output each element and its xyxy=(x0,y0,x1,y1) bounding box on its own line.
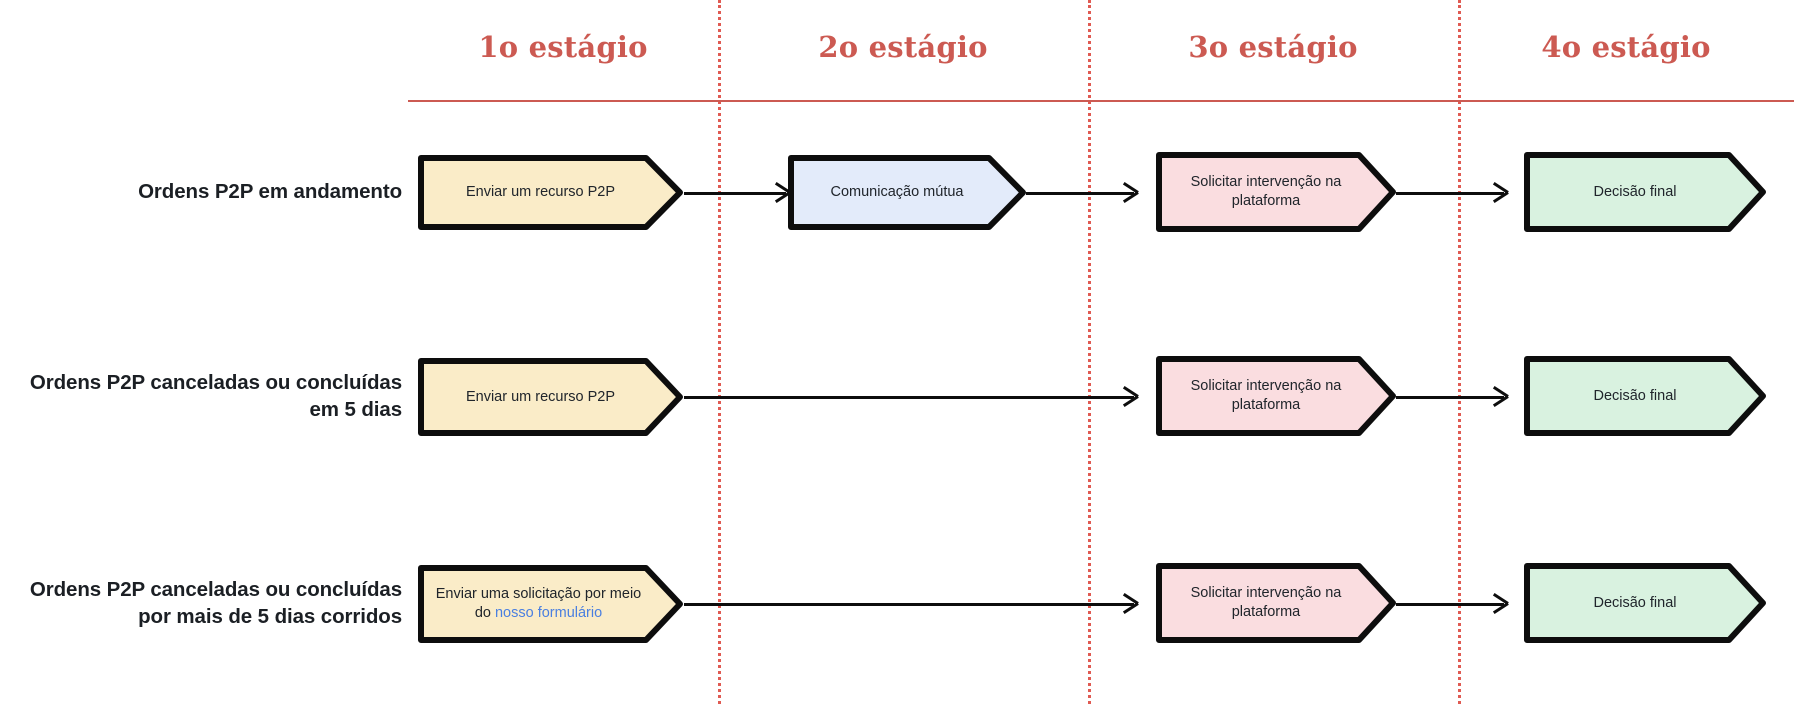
chevron-shape-pink xyxy=(1156,356,1396,436)
step-label: Solicitar intervenção na plataforma xyxy=(1190,174,1342,209)
chevron-shape-yellow xyxy=(418,565,683,643)
connector-row1-3 xyxy=(1396,192,1504,195)
chevron-shape-yellow xyxy=(418,358,683,436)
step-label: Enviar uma solicitação por meio do nosso… xyxy=(428,585,649,623)
stage-divider-3 xyxy=(1458,0,1461,704)
row-label-2-line-1: Ordens P2P canceladas ou concluídas xyxy=(29,371,402,394)
step-row2-stage4[interactable]: Decisão final xyxy=(1524,356,1766,436)
step-label: Solicitar intervenção na plataforma xyxy=(1190,585,1342,620)
connector-row2-1 xyxy=(684,396,1134,399)
chevron-shape-pink xyxy=(1156,563,1396,643)
connector-row3-2 xyxy=(1396,603,1504,606)
step-row3-stage1[interactable]: Enviar uma solicitação por meio do nosso… xyxy=(418,565,683,643)
row-label-3: Ordens P2P canceladas ou concluídas por … xyxy=(0,576,402,630)
stage-header-3: 3o estágio xyxy=(1188,30,1358,64)
step-label: Enviar um recurso P2P xyxy=(465,184,616,200)
row-label-2-line-2: em 5 dias xyxy=(309,398,402,421)
chevron-shape-blue xyxy=(788,155,1026,230)
connector-row1-1 xyxy=(684,192,786,195)
step-label: Comunicação mútua xyxy=(830,184,964,200)
step-row1-stage3[interactable]: Solicitar intervenção na plataforma xyxy=(1156,152,1396,232)
chevron-shape-green xyxy=(1524,152,1766,232)
step-label-text: Enviar uma solicitação por meio do xyxy=(435,586,642,621)
row-label-3-line-2: por mais de 5 dias corridos xyxy=(138,605,402,628)
connector-row1-2 xyxy=(1026,192,1134,195)
row-label-1: Ordens P2P em andamento xyxy=(0,178,402,205)
step-label: Decisão final xyxy=(1593,594,1677,611)
step-row2-stage3[interactable]: Solicitar intervenção na plataforma xyxy=(1156,356,1396,436)
row-label-1-line-1: Ordens P2P em andamento xyxy=(138,180,402,203)
step-row1-stage4[interactable]: Decisão final xyxy=(1524,152,1766,232)
step-row1-stage1[interactable]: Enviar um recurso P2P xyxy=(418,155,683,230)
stage-divider-1 xyxy=(718,0,721,704)
step-row3-stage4[interactable]: Decisão final xyxy=(1524,563,1766,643)
chevron-shape-green xyxy=(1524,356,1766,436)
row-label-2: Ordens P2P canceladas ou concluídas em 5… xyxy=(0,369,402,423)
form-link[interactable]: nosso formulário xyxy=(494,605,603,621)
row-label-3-line-1: Ordens P2P canceladas ou concluídas xyxy=(29,578,402,601)
stage-header-4: 4o estágio xyxy=(1541,30,1711,64)
connector-row2-2 xyxy=(1396,396,1504,399)
step-row1-stage2[interactable]: Comunicação mútua xyxy=(788,155,1026,230)
step-label: Decisão final xyxy=(1593,387,1677,404)
step-row2-stage1[interactable]: Enviar um recurso P2P xyxy=(418,358,683,436)
connector-row3-1 xyxy=(684,603,1134,606)
header-divider-line xyxy=(408,100,1794,102)
step-label: Solicitar intervenção na plataforma xyxy=(1190,378,1342,413)
stage-header-2: 2o estágio xyxy=(818,30,988,64)
step-label: Decisão final xyxy=(1593,183,1677,200)
chevron-shape-green xyxy=(1524,563,1766,643)
step-row3-stage3[interactable]: Solicitar intervenção na plataforma xyxy=(1156,563,1396,643)
chevron-shape-yellow xyxy=(418,155,683,230)
stage-header-1: 1o estágio xyxy=(478,30,648,64)
chevron-shape-pink xyxy=(1156,152,1396,232)
stage-divider-2 xyxy=(1088,0,1091,704)
step-label: Enviar um recurso P2P xyxy=(465,388,616,405)
